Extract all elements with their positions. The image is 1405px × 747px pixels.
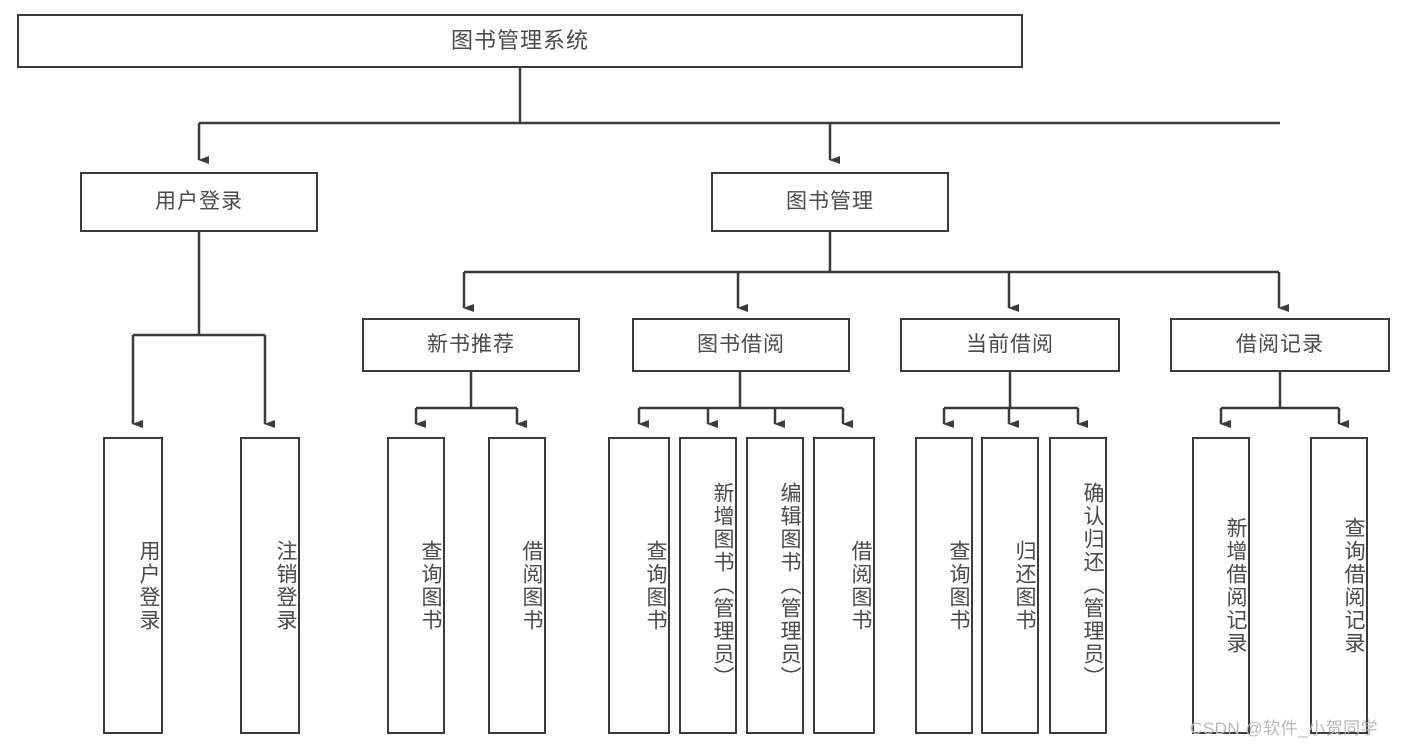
leaf-user-login-logout[interactable]: 注销登录 bbox=[240, 437, 300, 734]
node-borrow-records[interactable]: 借阅记录 bbox=[1170, 318, 1390, 372]
leaf-book-borrow-borrow-books[interactable]: 借阅图书 bbox=[813, 437, 875, 734]
leaf-book-borrow-query-books[interactable]: 查询图书 bbox=[608, 437, 670, 734]
leaf-book-borrow-edit-book-admin[interactable]: 编辑图书（管理员） bbox=[746, 437, 804, 734]
leaf-current-borrow-return-books[interactable]: 归还图书 bbox=[981, 437, 1039, 734]
node-book-management[interactable]: 图书管理 bbox=[711, 172, 949, 232]
node-current-borrowing[interactable]: 当前借阅 bbox=[900, 318, 1120, 372]
node-new-book-recommendation[interactable]: 新书推荐 bbox=[362, 318, 580, 372]
leaf-new-book-borrow-books[interactable]: 借阅图书 bbox=[488, 437, 546, 734]
leaf-current-borrow-query-books[interactable]: 查询图书 bbox=[915, 437, 973, 734]
leaf-borrow-record-add-record[interactable]: 新增借阅记录 bbox=[1192, 437, 1250, 734]
node-user-login[interactable]: 用户登录 bbox=[80, 172, 318, 232]
leaf-borrow-record-query-record[interactable]: 查询借阅记录 bbox=[1310, 437, 1368, 734]
leaf-new-book-query-books[interactable]: 查询图书 bbox=[387, 437, 445, 734]
leaf-user-login-login[interactable]: 用户登录 bbox=[103, 437, 163, 734]
csdn-watermark: CSDN @软件_小贺同学 bbox=[1190, 719, 1379, 738]
node-book-borrowing[interactable]: 图书借阅 bbox=[632, 318, 850, 372]
node-root-book-management-system[interactable]: 图书管理系统 bbox=[17, 14, 1023, 68]
leaf-book-borrow-add-book-admin[interactable]: 新增图书（管理员） bbox=[679, 437, 737, 734]
leaf-current-borrow-confirm-return-admin[interactable]: 确认归还（管理员） bbox=[1049, 437, 1107, 734]
